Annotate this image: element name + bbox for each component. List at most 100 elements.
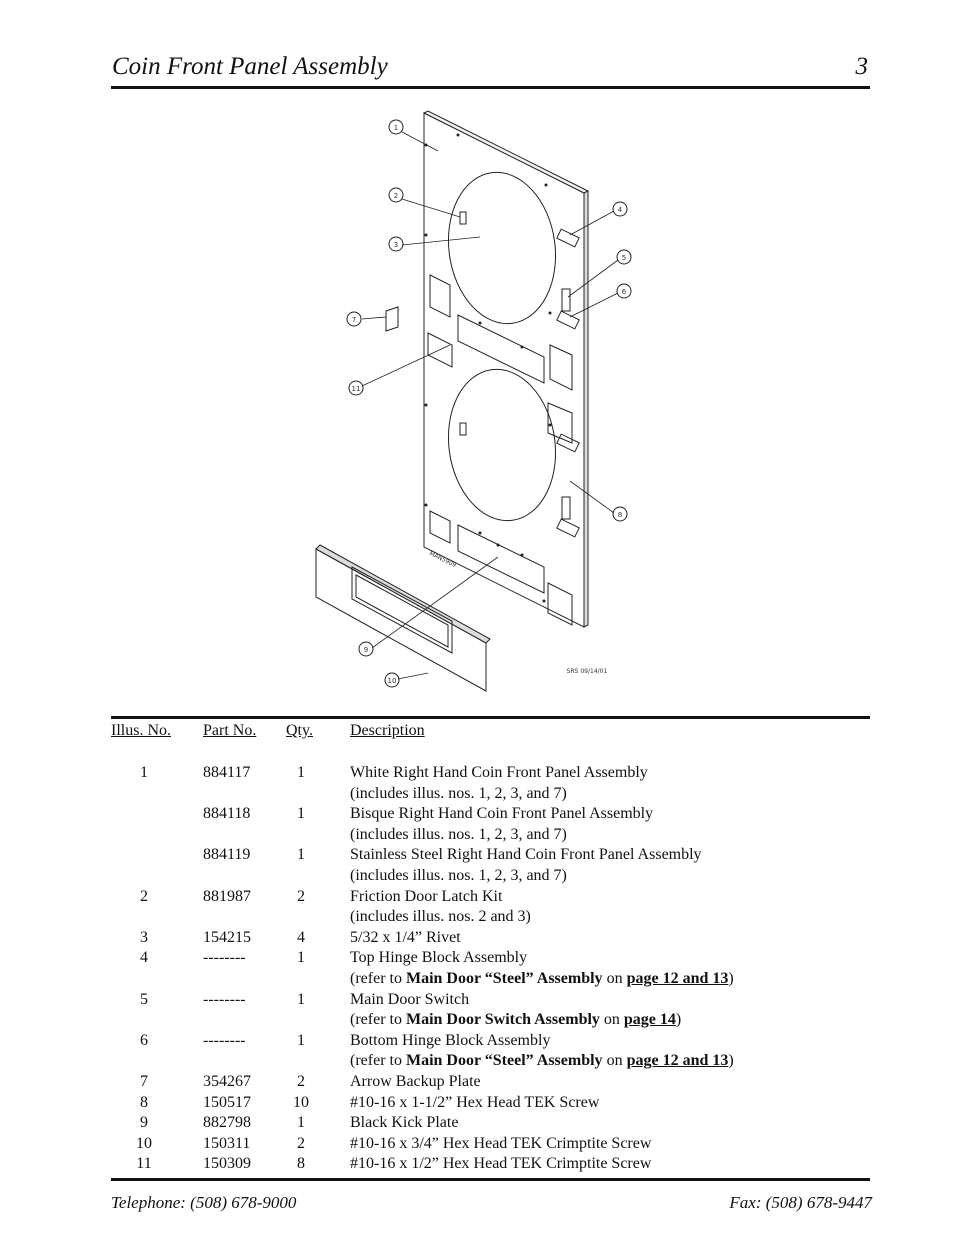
ref-pre: (refer to — [350, 969, 402, 987]
qty-cell: 1 — [297, 949, 305, 967]
cross-reference: (refer to Main Door Switch Assembly on p… — [350, 1010, 681, 1031]
table-row: 884119 1 Stainless Steel Right Hand Coin F… — [0, 845, 954, 886]
header-part-no: Part No. — [203, 722, 257, 739]
callout-3: 3 — [394, 241, 398, 249]
callout-5: 5 — [622, 254, 626, 262]
callout-1: 1 — [394, 124, 398, 132]
callout-7: 7 — [352, 316, 356, 324]
illus-no-cell: 11 — [136, 1155, 152, 1173]
description-cell: #10-16 x 3/4” Hex Head TEK Crimptite Scr… — [350, 1134, 651, 1155]
qty-cell: 8 — [297, 1155, 305, 1173]
description-line: #10-16 x 1/2” Hex Head TEK Crimptite Scr… — [350, 1155, 652, 1173]
description-line: Main Door Switch — [350, 990, 470, 1008]
ref-pre: (refer to — [350, 1011, 402, 1029]
description-cell: 5/32 x 1/4” Rivet — [350, 928, 461, 949]
part-no-cell: 150311 — [203, 1134, 251, 1152]
cross-reference: (refer to Main Door “Steel” Assembly on … — [350, 1051, 734, 1072]
description-cell: Arrow Backup Plate — [350, 1072, 481, 1093]
part-no-cell: -------- — [203, 949, 246, 967]
illus-no-cell: 9 — [140, 1114, 148, 1132]
drawing-stamp: SRS 09/14/01 — [567, 668, 608, 675]
description-line: Bottom Hinge Block Assembly — [350, 1031, 551, 1049]
qty-cell: 4 — [297, 928, 305, 946]
table-row: 6 -------- 1 Bottom Hinge Block Assembly (re… — [0, 1031, 954, 1072]
description-cell: Bisque Right Hand Coin Front Panel Assem… — [350, 804, 653, 845]
ref-on: on — [603, 1011, 620, 1029]
illus-no-cell: 2 — [140, 887, 148, 905]
upper-door-opening — [447, 171, 557, 325]
qty-cell: 10 — [293, 1093, 309, 1111]
description-line: Top Hinge Block Assembly — [350, 949, 528, 967]
ref-name: Main Door “Steel” Assembly — [405, 1052, 603, 1070]
description-cell: #10-16 x 1-1/2” Hex Head TEK Screw — [350, 1093, 599, 1114]
cross-reference: (refer to Main Door “Steel” Assembly on … — [350, 969, 734, 990]
page-number: 3 — [855, 53, 869, 80]
description-line: (includes illus. nos. 1, 2, 3, and 7) — [350, 784, 567, 802]
description-line: #10-16 x 1-1/2” Hex Head TEK Screw — [350, 1093, 600, 1111]
description-cell: Black Kick Plate — [350, 1113, 458, 1134]
qty-cell: 2 — [297, 1072, 305, 1090]
table-row: 11 150309 8 #10-16 x 1/2” Hex Head TEK Crim… — [0, 1154, 954, 1175]
description-cell: Top Hinge Block Assembly (refer to Main D… — [350, 948, 734, 989]
table-top-rule — [111, 716, 870, 719]
description-line: #10-16 x 3/4” Hex Head TEK Crimptite Scr… — [350, 1134, 652, 1152]
callout-2: 2 — [394, 192, 398, 200]
description-cell: Bottom Hinge Block Assembly (refer to Mai… — [350, 1031, 734, 1072]
part-no-cell: 150517 — [203, 1093, 251, 1111]
part-no-cell: 881987 — [203, 887, 251, 905]
exploded-parts-diagram: 1 2 3 4 5 6 7 8 9 10 11 MAN5909 SRS 09/1… — [300, 105, 640, 705]
illus-no-cell: 5 — [140, 990, 148, 1008]
description-cell: Stainless Steel Right Hand Coin Front Pa… — [350, 845, 702, 886]
description-line: Stainless Steel Right Hand Coin Front Pa… — [350, 846, 702, 864]
page-reference-link[interactable]: page 12 and 13 — [626, 1052, 729, 1070]
description-line: Arrow Backup Plate — [350, 1072, 481, 1090]
part-no-cell: 150309 — [203, 1155, 251, 1173]
illus-no-cell: 7 — [140, 1072, 148, 1090]
qty-cell: 1 — [297, 764, 305, 781]
page-title: Coin Front Panel Assembly — [112, 53, 388, 80]
kick-plate — [315, 544, 491, 692]
description-line: (includes illus. nos. 1, 2, 3, and 7) — [350, 866, 567, 884]
part-no-cell: 884118 — [203, 805, 251, 823]
description-cell: White Right Hand Coin Front Panel Assemb… — [350, 763, 648, 804]
ref-name: Main Door Switch Assembly — [405, 1011, 600, 1029]
illus-no-cell: 10 — [136, 1134, 152, 1152]
panel-stamp: MAN5909 — [428, 550, 457, 569]
table-row: 5 -------- 1 Main Door Switch (refer to Main… — [0, 990, 954, 1031]
header-description: Description — [350, 722, 425, 739]
description-cell: Main Door Switch (refer to Main Door Swit… — [350, 990, 681, 1031]
qty-cell: 1 — [297, 846, 305, 864]
qty-cell: 1 — [297, 1114, 305, 1132]
qty-cell: 2 — [297, 887, 305, 905]
illus-no-cell: 6 — [140, 1031, 148, 1049]
description-cell: #10-16 x 1/2” Hex Head TEK Crimptite Scr… — [350, 1154, 651, 1175]
ref-post: ) — [728, 1052, 734, 1070]
page-reference-link[interactable]: page 14 — [623, 1011, 676, 1029]
part-no-cell: -------- — [203, 990, 246, 1008]
footer-fax: Fax: (508) 678-9447 — [729, 1193, 872, 1212]
ref-pre: (refer to — [350, 1052, 402, 1070]
ref-on: on — [606, 969, 623, 987]
part-no-cell: 884119 — [203, 846, 251, 864]
ref-post: ) — [675, 1011, 682, 1029]
header-qty: Qty. — [286, 722, 313, 739]
illus-no-cell: 1 — [140, 764, 148, 781]
qty-cell: 1 — [297, 990, 305, 1008]
page-header: Coin Front Panel Assembly 3 — [111, 50, 870, 89]
ref-name: Main Door “Steel” Assembly — [405, 969, 603, 987]
callout-bubbles — [346, 119, 632, 688]
header-illus-no: Illus. No. — [111, 722, 171, 739]
qty-cell: 1 — [297, 1031, 305, 1049]
page-reference-link[interactable]: page 12 and 13 — [626, 969, 729, 987]
footer-telephone: Telephone: (508) 678-9000 — [111, 1193, 297, 1212]
part-no-cell: 154215 — [203, 928, 251, 946]
part-no-cell: -------- — [203, 1031, 246, 1049]
